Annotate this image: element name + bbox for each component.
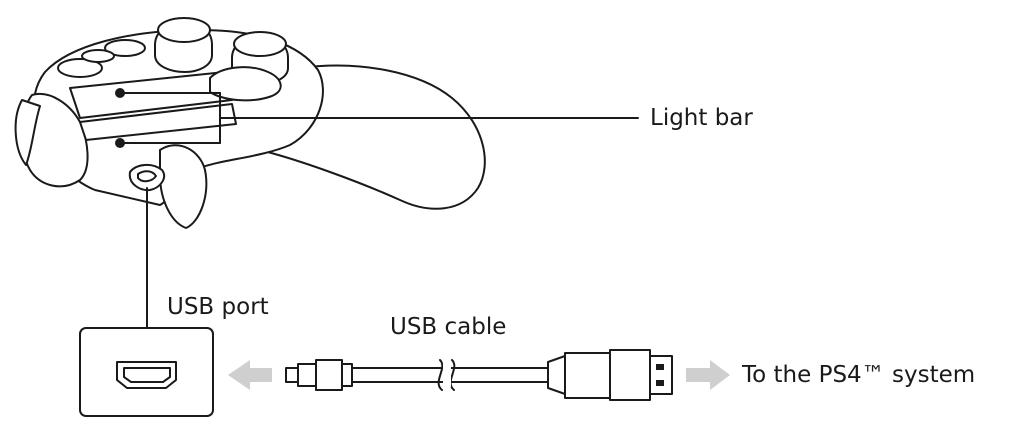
light-bar-point-top	[115, 88, 125, 98]
right-thumbstick-top	[233, 31, 287, 57]
label-usb-cable: USB cable	[390, 314, 507, 340]
cable-break-2	[449, 359, 456, 391]
right-face-buttons	[209, 66, 282, 102]
label-light-bar: Light bar	[650, 105, 753, 131]
light-bar-strip	[79, 103, 237, 141]
left-thumbstick-top	[157, 17, 211, 43]
usb-a-plug	[547, 349, 673, 401]
dpad-button-left	[57, 58, 103, 78]
micro-usb-socket-inner	[123, 367, 171, 383]
label-usb-port: USB port	[167, 294, 269, 320]
right-trigger	[159, 144, 208, 229]
label-to-system: To the PS4™ system	[742, 362, 976, 388]
arrow-to-system	[686, 360, 730, 390]
light-bar-leader	[119, 92, 639, 144]
arrow-to-port	[228, 360, 272, 390]
controller-usb-port	[128, 164, 166, 192]
micro-usb-plug	[285, 359, 353, 391]
cable-break	[437, 359, 444, 391]
dpad-button-center	[81, 49, 115, 63]
controller-illustration	[14, 17, 486, 229]
usb-cable	[349, 359, 549, 391]
light-bar-point-bottom	[115, 138, 125, 148]
left-trigger	[14, 99, 41, 166]
dpad-button-top	[104, 39, 146, 57]
controller-usb-port-inner	[137, 170, 157, 183]
